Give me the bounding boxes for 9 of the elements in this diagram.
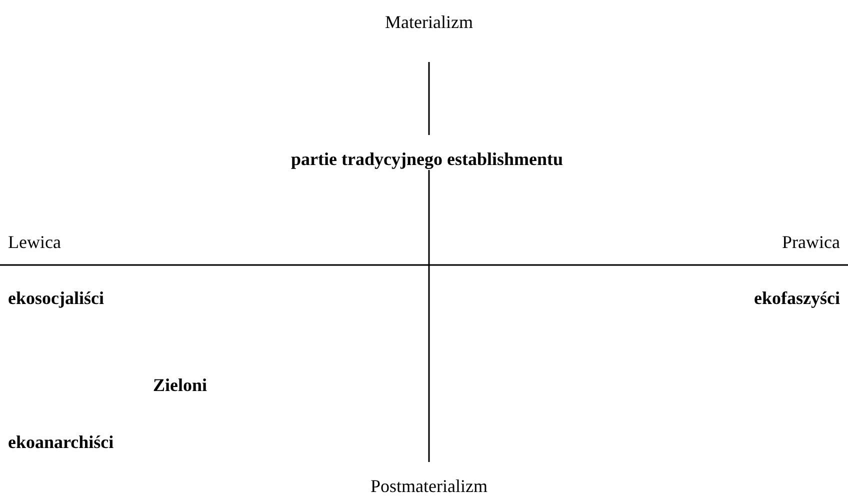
group-label: ekoanarchiści [8, 431, 114, 453]
group-label: Zieloni [153, 374, 208, 396]
group-label: ekofaszyści [754, 287, 840, 309]
group-label: ekosocjaliści [8, 287, 104, 309]
group-label: partie tradycyjnego establishmentu [291, 148, 563, 170]
axis-label: Materializm [385, 11, 473, 33]
axis-label: Prawica [782, 231, 840, 253]
axis-label: Postmaterializm [370, 475, 488, 497]
axis-label: Lewica [8, 231, 61, 253]
